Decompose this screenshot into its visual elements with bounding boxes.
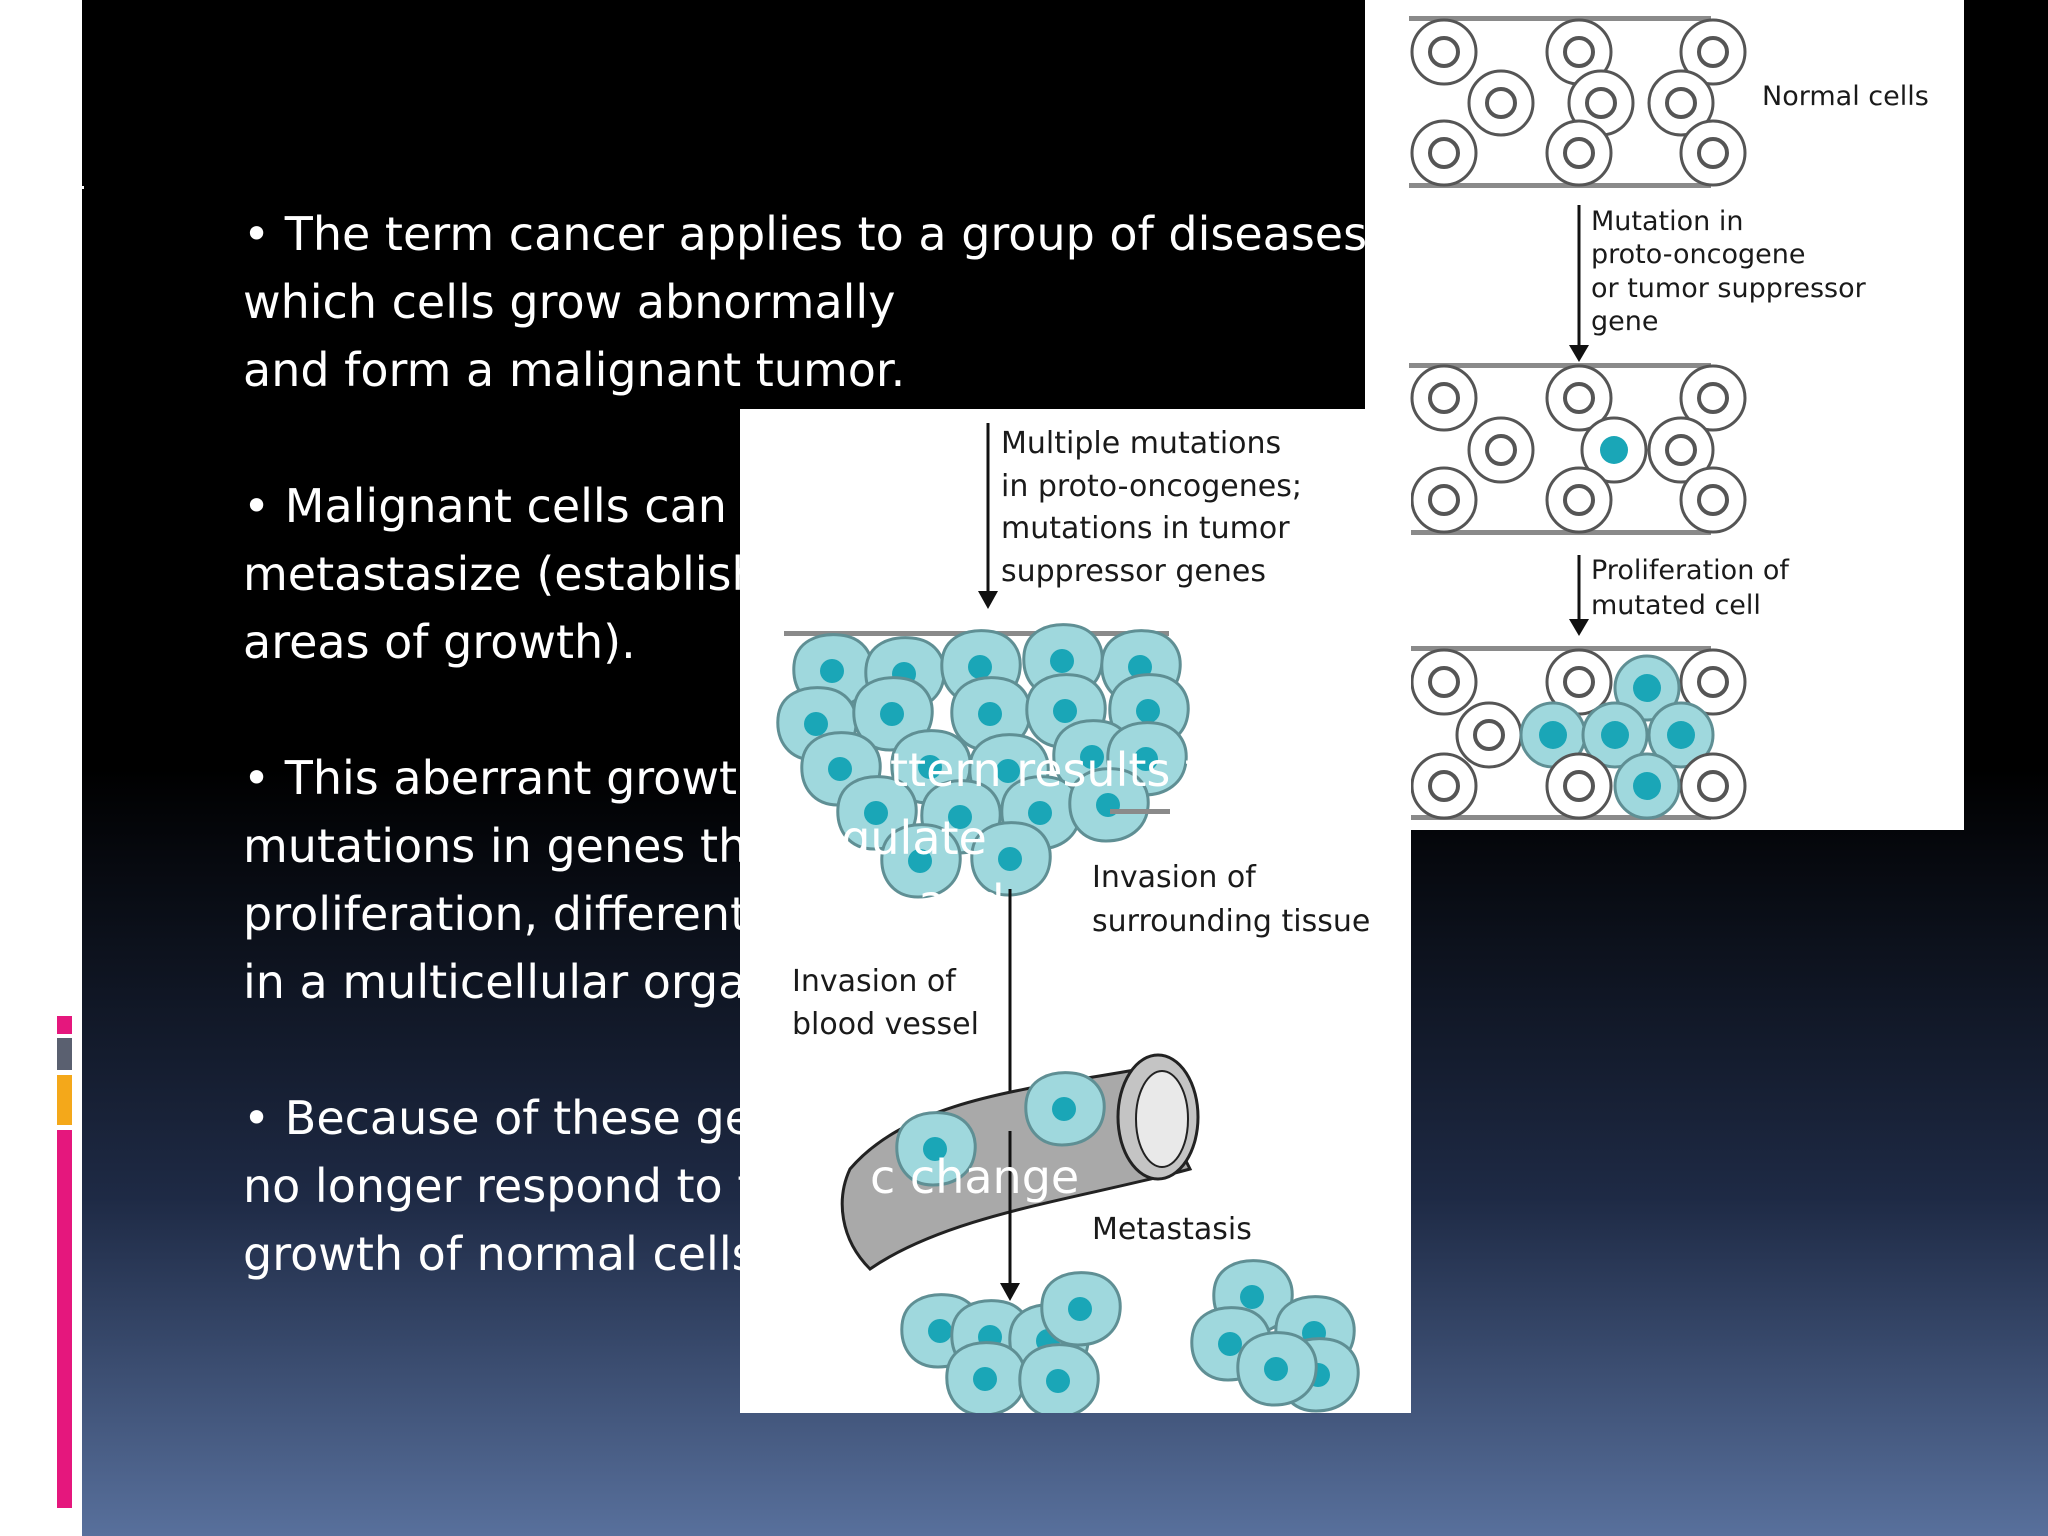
arrow-proliferation — [1569, 555, 1589, 636]
arrow-multiple-mutations — [978, 423, 998, 609]
label-metastasis: Metastasis — [1092, 1212, 1252, 1247]
blood-vessel — [840, 1053, 1200, 1271]
svg-text:c change: c change — [870, 1150, 1079, 1204]
label-normal-cells: Normal cells — [1762, 81, 1929, 112]
slide-corner-decoration — [48, 186, 84, 237]
label-invasion-vessel: Invasion of blood vessel — [792, 964, 979, 1042]
mutated-cell-tissue — [1409, 363, 1747, 535]
label-proliferation-step: Proliferation of mutated cell — [1591, 555, 1798, 621]
label-multiple-mutations: Multiple mutations in proto-oncogenes; m… — [1001, 426, 1311, 589]
figure-tumor-progression: Multiple mutations in proto-oncogenes; m… — [740, 409, 1411, 1413]
tumor-mass — [776, 623, 1190, 899]
normal-cells-tissue — [1409, 16, 1747, 188]
figure-cell-mutation-steps: Normal cells Mutation in proto-oncogene … — [1365, 0, 1964, 830]
label-invasion-tissue: Invasion of surrounding tissue — [1092, 860, 1370, 939]
bullet-1: • The term cancer applies to a group of … — [243, 207, 1424, 397]
arrow-metastasis — [1000, 1131, 1020, 1301]
svg-text:regulate: regulate — [795, 811, 987, 865]
arrow-mutation — [1569, 205, 1589, 362]
proliferating-cells-tissue — [1409, 646, 1747, 820]
mutated-cell — [1580, 416, 1648, 484]
overlapping-slide-text: ttern results fro regulate and c change — [795, 743, 1247, 1204]
svg-text:ttern results fro: ttern results fro — [890, 743, 1247, 797]
label-mutation-step: Mutation in proto-oncogene or tumor supp… — [1591, 206, 1874, 337]
svg-text:and: and — [918, 875, 1005, 929]
